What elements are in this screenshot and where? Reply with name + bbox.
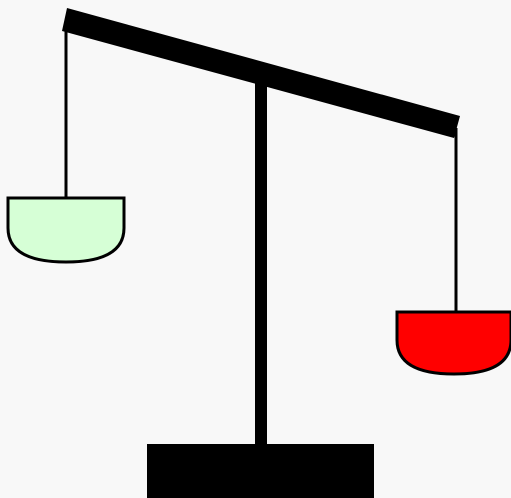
left-pan <box>8 198 124 262</box>
right-pan <box>397 312 511 374</box>
scale-base <box>147 444 374 498</box>
scale-post <box>255 82 267 446</box>
